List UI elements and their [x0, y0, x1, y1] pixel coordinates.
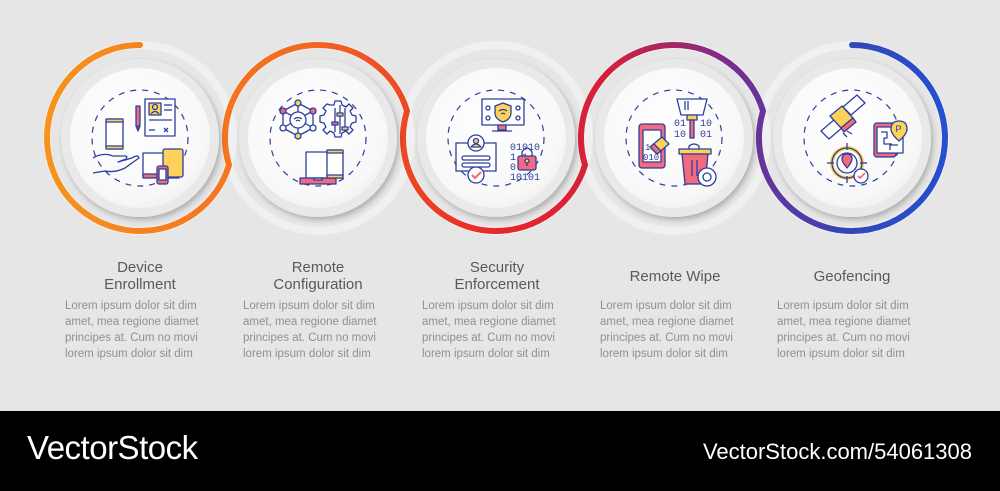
image-id-text: VectorStock.com/54061308 — [702, 439, 972, 464]
svg-text:P: P — [896, 124, 902, 134]
svg-text:1: 1 — [645, 143, 650, 153]
svg-text:10101: 10101 — [510, 173, 540, 184]
step-description: Lorem ipsum dolor sit dim amet, mea regi… — [777, 300, 911, 360]
step-4-text: Remote Wipe Lorem ipsum dolor sit dim am… — [595, 258, 755, 362]
step-1-text: Device Enrollment Lorem ipsum dolor sit … — [60, 258, 220, 362]
step-description: Lorem ipsum dolor sit dim amet, mea regi… — [422, 300, 556, 360]
step-5-text: Geofencing Lorem ipsum dolor sit dim ame… — [772, 258, 932, 362]
step-title: Geofencing — [813, 267, 891, 285]
remote-wipe-icon: 01 10 10 01 1 010 — [638, 98, 717, 187]
brand-logo-text: VectorStock — [27, 429, 198, 466]
step-description: Lorem ipsum dolor sit dim amet, mea regi… — [600, 300, 734, 360]
step-title: Remote Wipe — [629, 267, 721, 285]
device-enrollment-icon — [92, 98, 184, 185]
process-diagram: 01010 1 1 0 0 10101 01 10 10 01 1 010 — [43, 41, 949, 235]
step-title: Remote Configuration — [273, 259, 363, 293]
geofencing-icon: P — [820, 94, 908, 184]
svg-text:01: 01 — [674, 119, 686, 130]
svg-text:10: 10 — [700, 119, 712, 130]
step-2-text: Remote Configuration Lorem ipsum dolor s… — [238, 258, 398, 362]
svg-text:10: 10 — [674, 130, 686, 141]
watermark-footer: VectorStock VectorStock.com/54061308 — [0, 411, 1000, 491]
svg-text:010: 010 — [643, 153, 659, 163]
remote-configuration-icon — [279, 99, 357, 185]
security-enforcement-icon: 01010 1 1 0 0 10101 — [455, 98, 540, 184]
step-title: Security Enforcement — [454, 259, 540, 293]
step-3-text: Security Enforcement Lorem ipsum dolor s… — [417, 258, 577, 362]
process-loop-path — [44, 41, 948, 235]
step-description: Lorem ipsum dolor sit dim amet, mea regi… — [65, 300, 199, 360]
step-title: Device Enrollment — [104, 259, 176, 293]
svg-text:01: 01 — [700, 130, 712, 141]
step-description: Lorem ipsum dolor sit dim amet, mea regi… — [243, 300, 377, 360]
